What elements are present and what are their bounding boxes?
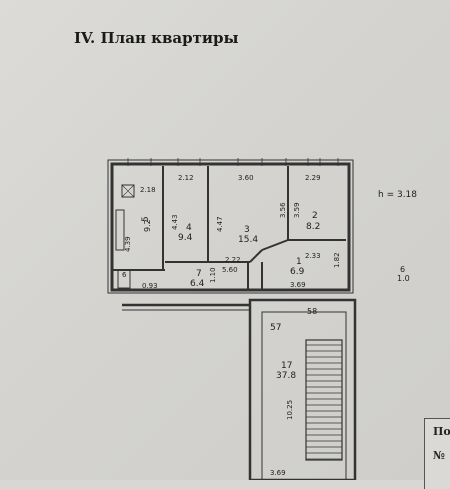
- stove-icon: [121, 184, 135, 198]
- room-3-extra: 3.56: [279, 202, 287, 218]
- room-6-out-number: 6: [400, 265, 405, 274]
- room-6-number: 6: [122, 271, 127, 279]
- room-3-length: 4.47: [216, 216, 224, 232]
- room-5-length: 4.39: [124, 236, 132, 252]
- room-7-number: 7: [196, 269, 202, 279]
- room-2-width: 2.29: [305, 174, 321, 182]
- room-17-area: 37.8: [276, 371, 296, 381]
- stair-steps: [306, 344, 342, 460]
- side-box-line1: По: [433, 425, 450, 438]
- room-7-width: 5.60: [222, 266, 238, 274]
- room-7-extra: 2.22: [225, 256, 241, 264]
- room-17-length: 10.25: [286, 400, 294, 420]
- room-4-length: 4.43: [171, 214, 179, 230]
- room-1-area: 6.9: [290, 267, 305, 277]
- room-7-length: 1.10: [209, 267, 217, 283]
- marker-58: 58: [307, 307, 317, 316]
- room-6-out-area: 1.0: [397, 274, 410, 283]
- room-3-number: 3: [244, 225, 250, 235]
- room-5-width: 2.18: [140, 186, 156, 194]
- side-box-line2: №: [433, 449, 445, 462]
- room-2-length: 3.59: [293, 202, 301, 218]
- outer-wall-outline: [107, 159, 354, 294]
- room-4-area: 9.4: [178, 233, 193, 243]
- staircase: [305, 339, 343, 461]
- room-7-area: 6.4: [190, 279, 205, 289]
- room-3-area: 15.4: [238, 235, 258, 245]
- room-17-width: 3.69: [270, 469, 286, 477]
- stair-hall-inner: [261, 311, 347, 480]
- room-5-number: 5: [141, 216, 151, 222]
- page-title: IV. План квартиры: [74, 29, 239, 47]
- room-1-length: 1.82: [333, 252, 341, 268]
- room-2-area: 8.2: [306, 222, 320, 232]
- room-1-number: 1: [296, 257, 302, 267]
- marker-57: 57: [270, 323, 281, 333]
- room-6-width: 0.93: [142, 282, 158, 290]
- room-17-number: 17: [281, 361, 292, 371]
- wc-box: [117, 269, 131, 289]
- room-4-number: 4: [186, 223, 192, 233]
- room-2-number: 2: [312, 211, 318, 221]
- window-markings: [127, 158, 339, 166]
- stair-hall-wall: [248, 298, 357, 480]
- room-1-width: 2.33: [305, 252, 321, 260]
- room-4-width: 2.12: [178, 174, 194, 182]
- kitchen-counter: [115, 209, 125, 251]
- room-1-extra: 3.69: [290, 281, 306, 289]
- room-5-area: 9.2: [143, 219, 152, 232]
- ceiling-height: h = 3.18: [378, 190, 418, 200]
- side-table-fragment: По №: [424, 418, 450, 489]
- room-3-width: 3.60: [238, 174, 254, 182]
- outer-wall: [110, 162, 351, 292]
